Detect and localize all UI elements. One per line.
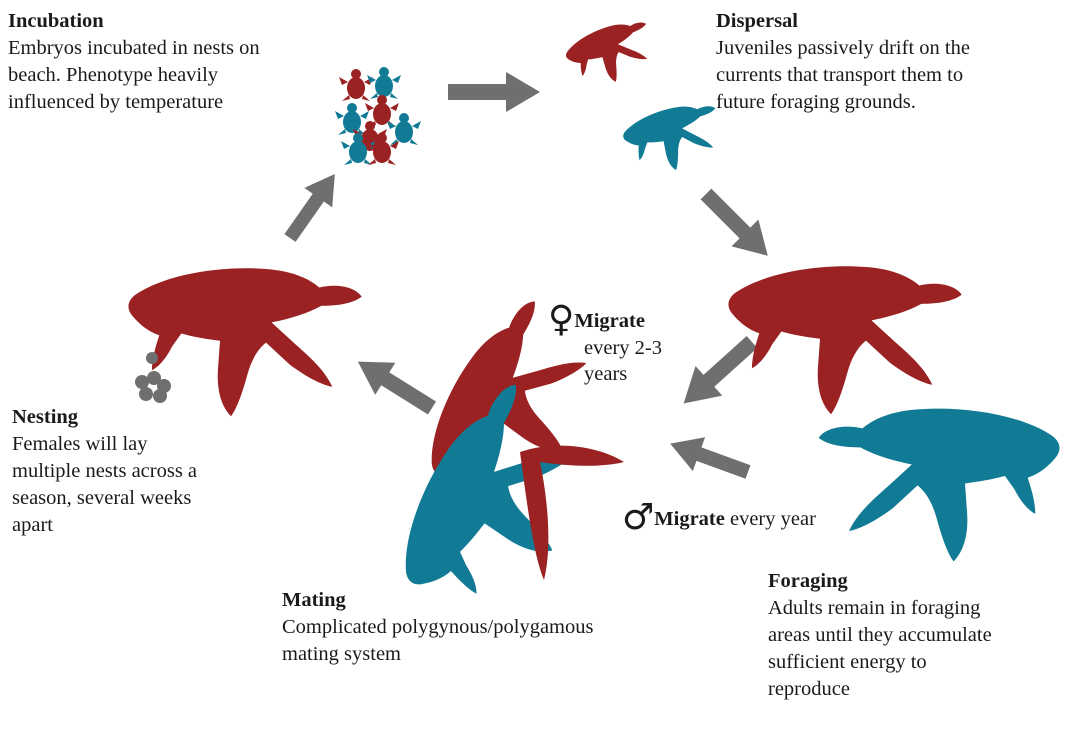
mating-text: Complicated polygynous/polygamous mating… <box>282 614 722 668</box>
male-migrate-label: Migrate <box>654 508 725 530</box>
foraging-title: Foraging <box>768 568 1068 595</box>
arrow-dispersal-to-foraging <box>693 181 782 270</box>
stage-nesting: Nesting Females will lay multiple nests … <box>12 404 292 539</box>
juvenile-red <box>561 14 661 95</box>
female-migrate-detail: every 2-3 years <box>584 335 688 387</box>
dispersal-text: Juveniles passively drift on the current… <box>716 35 1066 116</box>
arrow-mating-to-nesting <box>348 346 442 425</box>
stage-mating: Mating Complicated polygynous/polygamous… <box>282 587 722 668</box>
mating-title: Mating <box>282 587 722 614</box>
juvenile-teal <box>619 97 728 181</box>
male-migrate-detail: every year <box>725 508 816 530</box>
nesting-text: Females will lay multiple nests across a… <box>12 431 292 539</box>
female-migrate-label: Migrate <box>574 310 645 332</box>
arrow-male-to-mating <box>664 427 754 489</box>
dispersal-title: Dispersal <box>716 8 1066 35</box>
stage-dispersal: Dispersal Juveniles passively drift on t… <box>716 8 1066 116</box>
incubation-title: Incubation <box>8 8 388 35</box>
female-symbol-icon: ♀ <box>548 299 574 340</box>
male-migration: ♂Migrate every year <box>622 503 892 533</box>
foraging-turtle-teal <box>819 409 1060 562</box>
foraging-text: Adults remain in foraging areas until th… <box>768 595 1068 703</box>
arrow-nesting-to-incubation <box>276 164 349 248</box>
mating-red-flipper <box>520 446 624 580</box>
male-symbol-icon: ♂ <box>622 497 654 538</box>
incubation-text: Embryos incubated in nests on beach. Phe… <box>8 35 388 116</box>
foraging-turtle-red <box>728 266 961 414</box>
nesting-title: Nesting <box>12 404 292 431</box>
stage-foraging: Foraging Adults remain in foraging areas… <box>768 568 1068 703</box>
egg-cluster <box>135 352 171 403</box>
female-migration: ♀Migrate every 2-3 years <box>548 305 688 387</box>
stage-incubation: Incubation Embryos incubated in nests on… <box>8 8 388 116</box>
arrow-incubation-to-dispersal <box>448 72 540 112</box>
